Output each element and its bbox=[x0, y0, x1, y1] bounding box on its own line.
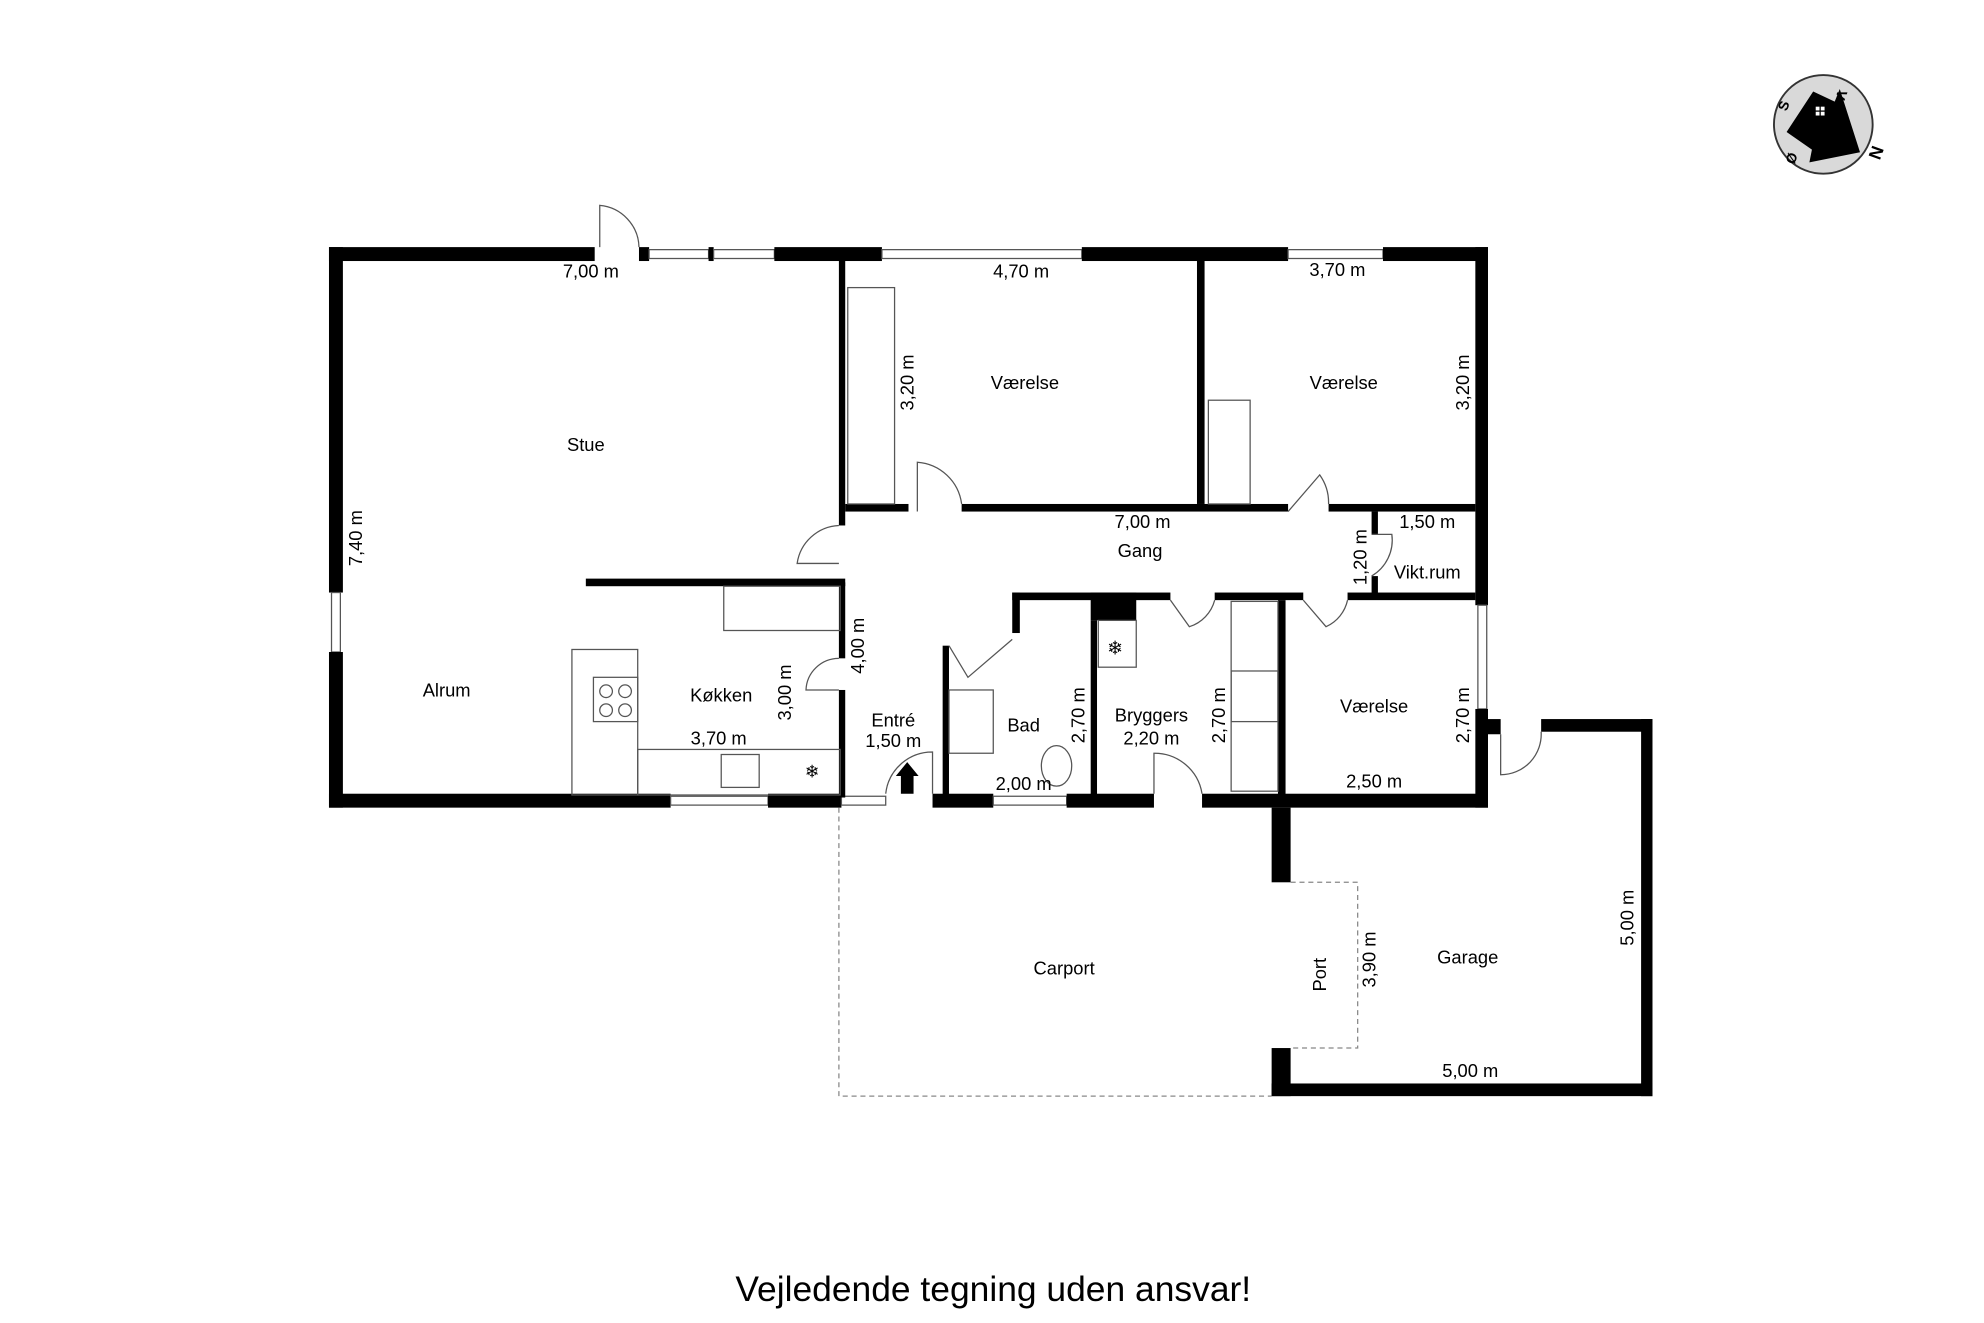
room-bad: Bad bbox=[1007, 715, 1040, 736]
room-alrum: Alrum bbox=[423, 679, 471, 700]
stue-height: 7,40 m bbox=[345, 510, 366, 566]
room-gang: Gang bbox=[1118, 540, 1163, 561]
vaerelse2-height: 3,20 m bbox=[1452, 354, 1473, 410]
room-entre: Entré bbox=[871, 710, 915, 731]
walls bbox=[328, 247, 1653, 1097]
toilet-icon bbox=[1040, 745, 1073, 787]
room-bryggers: Bryggers bbox=[1115, 705, 1188, 726]
entre-height: 4,00 m bbox=[847, 618, 868, 674]
bad-height: 2,70 m bbox=[1067, 687, 1088, 743]
vaerelse2-width: 3,70 m bbox=[1309, 259, 1365, 280]
vaerelse3-width: 2,50 m bbox=[1346, 770, 1402, 791]
bryggers-height: 2,70 m bbox=[1208, 687, 1229, 743]
freezer-icon: ❄ bbox=[1107, 639, 1123, 660]
room-viktualierum: Vikt.rum bbox=[1394, 562, 1461, 583]
disclaimer: Vejledende tegning uden ansvar! bbox=[735, 1269, 1251, 1309]
port-height: 3,90 m bbox=[1358, 931, 1379, 987]
vaerelse1-width: 4,70 m bbox=[993, 260, 1049, 281]
koekken-width: 3,70 m bbox=[691, 727, 747, 748]
sink-icon bbox=[720, 753, 760, 789]
room-vaerelse-3: Værelse bbox=[1340, 696, 1408, 717]
vaerelse1-height: 3,20 m bbox=[897, 354, 918, 410]
garage-width: 5,00 m bbox=[1442, 1060, 1498, 1081]
stove-icon bbox=[592, 676, 639, 723]
stue-width: 7,00 m bbox=[563, 260, 619, 281]
vikt-height: 1,20 m bbox=[1350, 529, 1371, 585]
room-stue: Stue bbox=[567, 434, 605, 455]
freezer-icon: ❄ bbox=[805, 761, 820, 781]
room-carport: Carport bbox=[1034, 958, 1095, 979]
koekken-height: 3,00 m bbox=[774, 664, 795, 720]
utility-sink-icon bbox=[1230, 670, 1279, 723]
gang-width: 7,00 m bbox=[1115, 511, 1171, 532]
entrance-arrow-icon bbox=[895, 762, 919, 794]
room-vaerelse-1: Værelse bbox=[991, 372, 1059, 393]
washbasin-icon bbox=[948, 689, 994, 754]
room-vaerelse-2: Værelse bbox=[1310, 372, 1378, 393]
doors bbox=[599, 204, 1542, 794]
room-koekken: Køkken bbox=[690, 684, 752, 705]
bad-width: 2,00 m bbox=[996, 773, 1052, 794]
garage-port bbox=[1290, 881, 1359, 1049]
vikt-width: 1,50 m bbox=[1399, 511, 1455, 532]
compass-east: Ø bbox=[1782, 150, 1801, 166]
entre-width: 1,50 m bbox=[865, 730, 921, 751]
room-garage: Garage bbox=[1437, 946, 1498, 967]
compass-icon: S V Ø N bbox=[1773, 74, 1888, 175]
label-port: Port bbox=[1309, 958, 1330, 992]
fixtures: ❄ ❄ bbox=[571, 286, 1279, 796]
carport-outline bbox=[838, 807, 1272, 1097]
garage-height: 5,00 m bbox=[1617, 890, 1638, 946]
vaerelse3-height: 2,70 m bbox=[1452, 687, 1473, 743]
compass-north: N bbox=[1865, 143, 1888, 162]
bryggers-width: 2,20 m bbox=[1123, 727, 1179, 748]
